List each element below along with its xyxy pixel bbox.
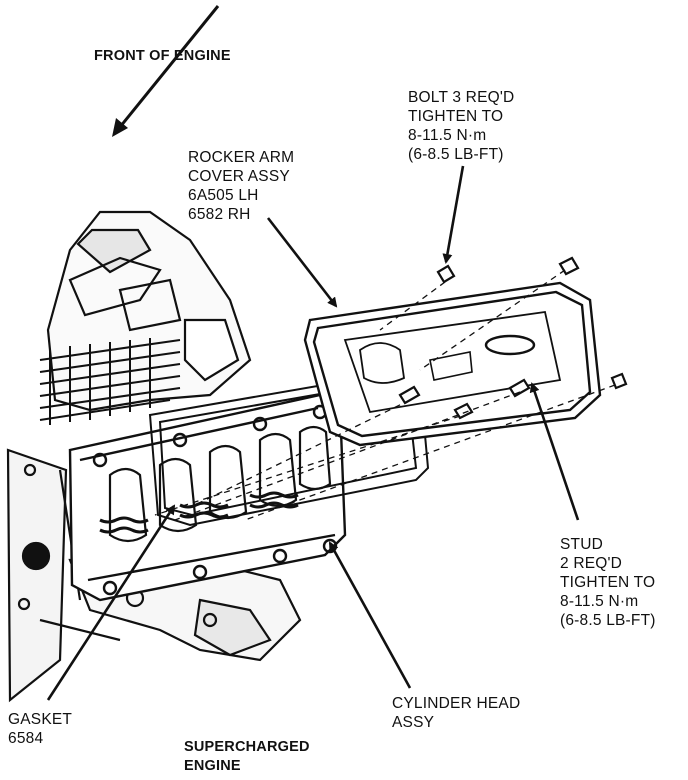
gasket-label: GASKET 6584	[8, 711, 73, 747]
alignment-lines	[154, 269, 616, 521]
stud-label: STUD 2 REQ'D TIGHTEN TO 8-11.5 N·m (6-8.…	[560, 536, 656, 629]
front-of-engine-label: FRONT OF ENGINE	[94, 48, 231, 64]
rocker-arm-cover-label: ROCKER ARM COVER ASSY 6A505 LH 6582 RH	[188, 149, 295, 223]
bolt-hardware	[398, 256, 628, 420]
bolt-label: BOLT 3 REQ'D TIGHTEN TO 8-11.5 N·m (6-8.…	[408, 89, 515, 163]
cylinder-head-label: CYLINDER HEAD ASSY	[392, 695, 521, 731]
supercharged-engine-label: SUPERCHARGED ENGINE	[184, 739, 310, 774]
front-direction-arrow	[112, 5, 220, 137]
rocker-arm-cover	[303, 281, 602, 447]
leader-lines	[46, 165, 580, 701]
